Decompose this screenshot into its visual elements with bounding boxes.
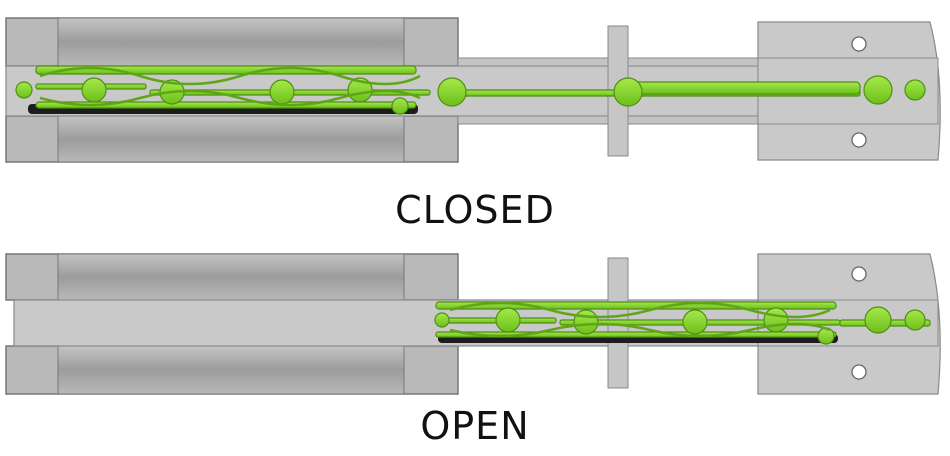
bolt-hole-icon [851,132,867,148]
open-valve-svg [5,253,941,395]
wave-linkage [39,66,421,86]
open-label: OPEN [420,404,530,448]
wave-linkage-lower [39,89,421,107]
closed-valve-diagram [0,0,950,170]
wave-linkage [449,301,831,319]
wheel-bottom [57,345,405,395]
wheel-top [57,253,405,301]
wheel-bottom [57,115,405,163]
bolt-hole-icon [851,266,867,282]
closed-label: CLOSED [395,188,555,232]
bolt-hole-icon [851,36,867,52]
closed-valve-svg [5,17,941,163]
wave-linkage-lower [449,322,831,338]
open-valve-diagram [0,244,950,414]
bolt-hole-icon [851,364,867,380]
wheel-top [57,17,405,67]
